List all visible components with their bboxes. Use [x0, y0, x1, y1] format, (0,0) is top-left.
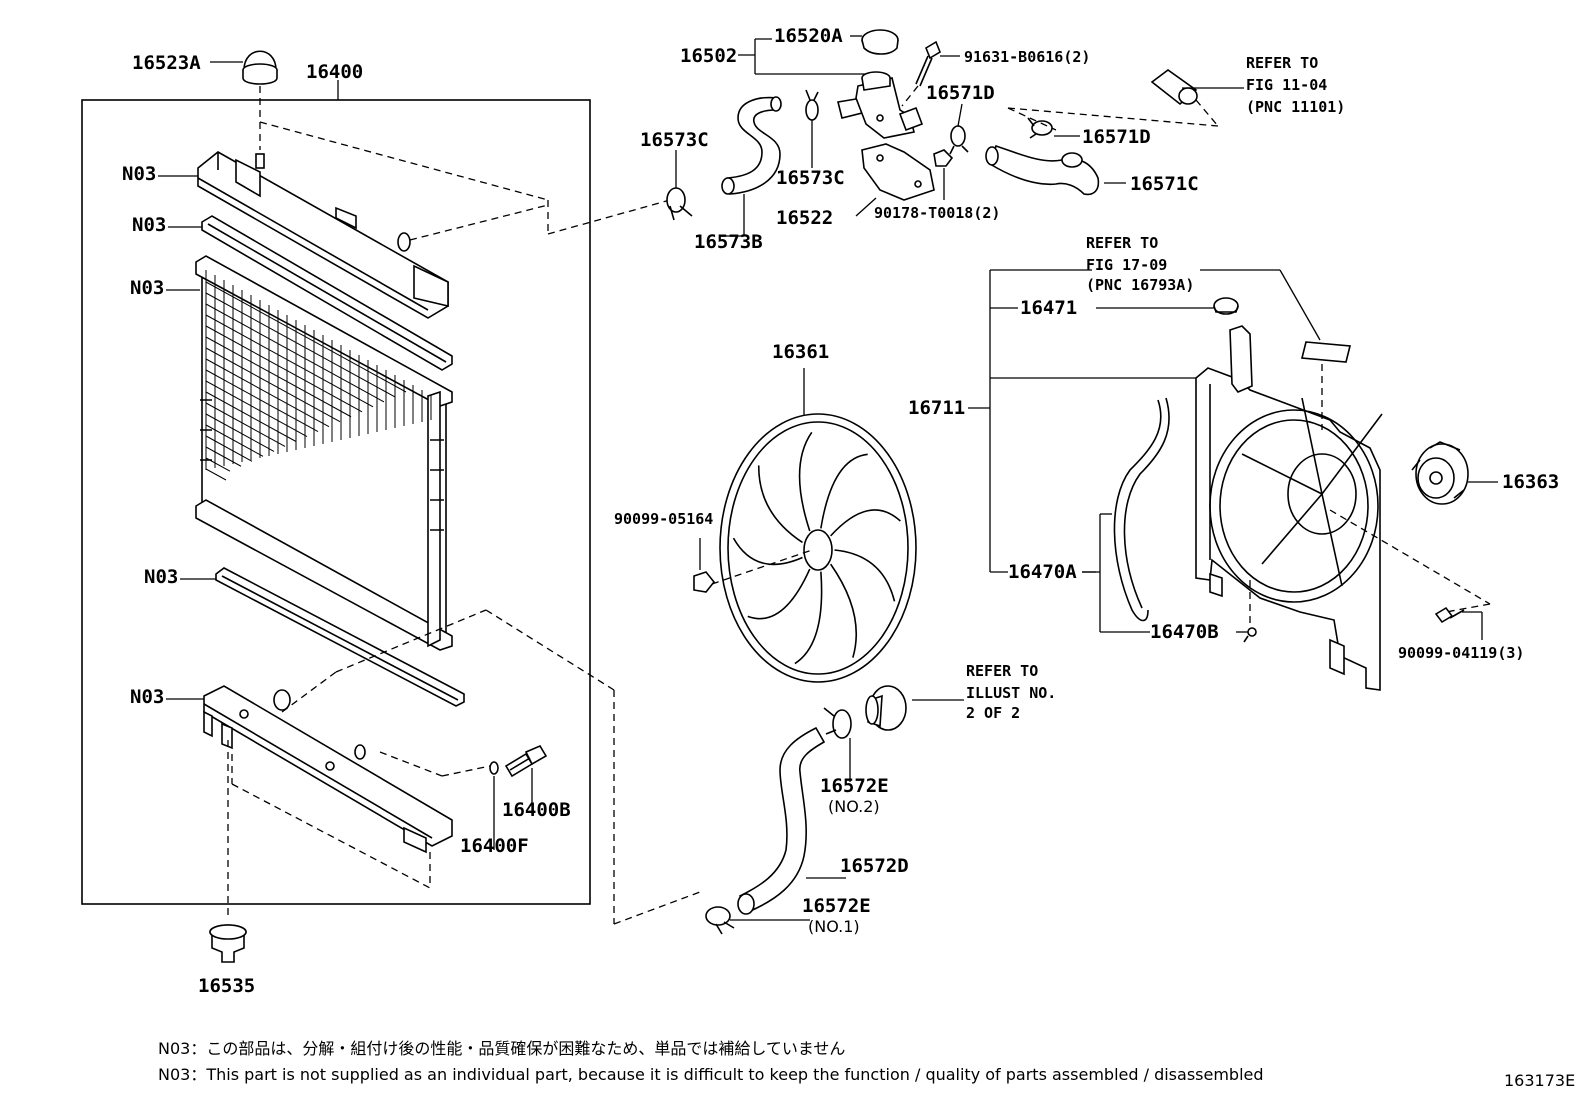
radiator-group-box [81, 99, 591, 905]
label-n03-lower-gasket: N03 [144, 566, 178, 588]
lower-hose-clamp-no2[interactable] [823, 707, 852, 739]
radiator-upper-hose[interactable] [721, 96, 782, 195]
label-90099-04119: 90099-04119(3) [1398, 644, 1524, 662]
label-16471: 16471 [1020, 297, 1077, 319]
label-n03-core: N03 [130, 277, 164, 299]
lower-hose-clamp-no1[interactable] [705, 906, 735, 935]
figure-code: 163173E [1504, 1071, 1575, 1090]
label-16572E-no2-sub: (NO.2) [828, 797, 880, 816]
ref-11-04-line3: (PNC 11101) [1246, 98, 1345, 116]
overflow-hose[interactable] [1113, 397, 1170, 622]
upper-hose-clamp-upper[interactable] [805, 89, 819, 121]
reservoir-cap[interactable] [1213, 297, 1239, 315]
upper-hose-clamp-lower[interactable] [666, 187, 693, 221]
label-16400B: 16400B [502, 799, 571, 821]
ref-11-04-line2: FIG 11-04 [1246, 76, 1327, 94]
label-16535: 16535 [198, 975, 255, 997]
bypass-hose-clamp-left[interactable] [949, 125, 969, 155]
note-english: N03：This part is not supplied as an indi… [158, 1065, 1264, 1084]
outlet-bolt[interactable] [915, 40, 941, 87]
label-16572D: 16572D [840, 855, 909, 877]
label-16572E-no2: 16572E [820, 775, 889, 797]
label-16522: 16522 [776, 207, 833, 229]
label-16573B: 16573B [694, 231, 763, 253]
ref-illust-line2: ILLUST NO. [966, 684, 1056, 702]
caution-label [1300, 341, 1352, 363]
fan-nut[interactable] [693, 571, 716, 593]
bypass-hose-clamp-right[interactable] [1027, 117, 1053, 139]
radiator-upper-tank[interactable] [197, 151, 449, 319]
water-outlet-housing[interactable] [837, 71, 924, 139]
ref-illust-line1: REFER TO [966, 662, 1038, 680]
label-90178-T0018: 90178-T0018(2) [874, 204, 1000, 222]
label-16572E-no1-sub: (NO.1) [808, 917, 860, 936]
radiator-core[interactable] [195, 255, 453, 651]
radiator-lower-hose[interactable] [737, 726, 826, 915]
ref-illust-line3: 2 OF 2 [966, 704, 1020, 722]
label-16571D-right: 16571D [1082, 126, 1151, 148]
label-n03-lower-tank: N03 [130, 686, 164, 708]
ref-17-09-line1: REFER TO [1086, 234, 1158, 252]
label-n03-upper-tank: N03 [122, 163, 156, 185]
drain-cock-o-ring[interactable] [489, 761, 499, 775]
label-16400F: 16400F [460, 835, 529, 857]
label-16470A: 16470A [1008, 561, 1077, 583]
drain-cock-plug[interactable] [504, 744, 548, 778]
engine-inlet-pipe [1150, 69, 1198, 106]
label-16523A: 16523A [132, 52, 201, 74]
shroud-bolt[interactable] [1434, 606, 1465, 624]
radiator-lower-cushion[interactable] [209, 924, 247, 963]
note-japanese: N03：この部品は、分解・組付け後の性能・品質確保が困難なため、単品では補給して… [158, 1039, 845, 1058]
water-inlet-fitting [865, 685, 907, 731]
label-16400: 16400 [306, 61, 363, 83]
ref-17-09-line3: (PNC 16793A) [1086, 276, 1194, 294]
cooling-fan-blade[interactable] [719, 413, 917, 683]
fan-shroud[interactable] [1195, 325, 1383, 691]
label-16573C-clamp-upper: 16573C [776, 167, 845, 189]
fan-motor[interactable] [1411, 441, 1469, 505]
label-16502: 16502 [680, 45, 737, 67]
overflow-hose-clip[interactable] [1243, 627, 1257, 643]
radiator-upper-cushion[interactable] [242, 50, 278, 85]
bracket-nut[interactable] [933, 149, 954, 167]
outlet-bracket[interactable] [861, 143, 935, 201]
radiator-lower-tank[interactable] [203, 685, 453, 854]
ref-17-09-line2: FIG 17-09 [1086, 256, 1167, 274]
label-16571D-top: 16571D [926, 82, 995, 104]
radiator-upper-gasket[interactable] [201, 215, 453, 371]
bypass-hose[interactable] [985, 144, 1100, 196]
label-16572E-no1: 16572E [802, 895, 871, 917]
label-16363: 16363 [1502, 471, 1559, 493]
ref-11-04-line1: REFER TO [1246, 54, 1318, 72]
radiator-cap[interactable] [861, 29, 899, 55]
label-16711: 16711 [908, 397, 965, 419]
label-16470B: 16470B [1150, 621, 1219, 643]
label-16520A: 16520A [774, 25, 843, 47]
label-91631-B0616: 91631-B0616(2) [964, 48, 1090, 66]
label-n03-upper-gasket: N03 [132, 214, 166, 236]
radiator-lower-gasket[interactable] [215, 567, 465, 707]
label-16571C: 16571C [1130, 173, 1199, 195]
label-90099-05164: 90099-05164 [614, 510, 713, 528]
label-16573C-clamp: 16573C [640, 129, 709, 151]
label-16361: 16361 [772, 341, 829, 363]
